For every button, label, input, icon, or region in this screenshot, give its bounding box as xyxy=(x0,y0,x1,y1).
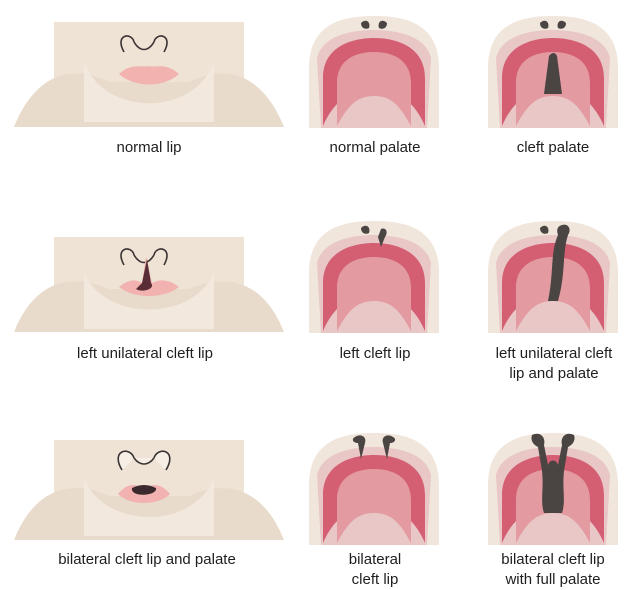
bilateral-cleft-lip-illustration xyxy=(14,440,284,540)
bilateral-cleft-lip-full-palate-illustration xyxy=(482,425,624,545)
caption-left-unilateral-cleft-lip-and-palate: left unilateral cleft lip and palate xyxy=(465,344,627,384)
caption-normal-lip: normal lip xyxy=(34,138,264,158)
caption-left-cleft-lip: left cleft lip xyxy=(290,344,460,364)
caption-line: with full palate xyxy=(468,570,627,590)
unilateral-cleft-lip-and-palate-illustration xyxy=(482,213,624,333)
caption-bilateral-cleft-lip-with-full-palate: bilateral cleft lip with full palate xyxy=(468,550,627,590)
unilateral-cleft-lip-illustration xyxy=(14,237,284,332)
normal-lip-illustration xyxy=(14,22,284,127)
caption-bilateral-cleft-lip: bilateral cleft lip xyxy=(290,550,460,590)
caption-line: lip and palate xyxy=(465,364,627,384)
cleft-palate-illustration xyxy=(482,8,624,128)
caption-bilateral-cleft-lip-and-palate: bilateral cleft lip and palate xyxy=(32,550,262,570)
normal-palate-illustration xyxy=(303,8,445,128)
caption-normal-palate: normal palate xyxy=(290,138,460,158)
caption-left-unilateral-cleft-lip: left unilateral cleft lip xyxy=(30,344,260,364)
left-cleft-lip-palate-illustration xyxy=(303,213,445,333)
caption-line: left unilateral cleft xyxy=(465,344,627,364)
bilateral-cleft-lip-palate-illustration xyxy=(303,425,445,545)
caption-cleft-palate: cleft palate xyxy=(468,138,627,158)
caption-line: bilateral cleft lip xyxy=(468,550,627,570)
caption-line: bilateral xyxy=(290,550,460,570)
caption-line: cleft lip xyxy=(290,570,460,590)
